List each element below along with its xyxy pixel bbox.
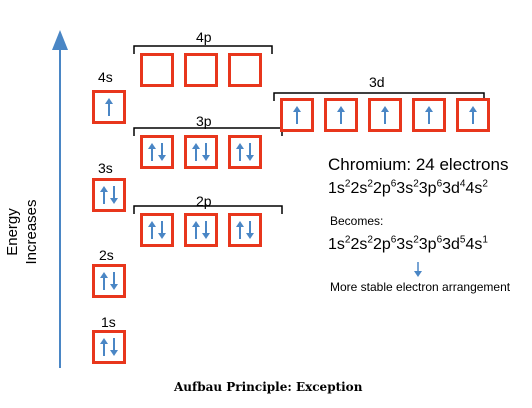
stable-arrangement-label: More stable electron arrangement — [330, 280, 511, 294]
orbital-box-2p-2 — [184, 213, 218, 247]
config-after-term-2s: 2s2 — [350, 234, 373, 253]
orbital-box-3d-3 — [368, 98, 402, 132]
bracket-2p — [133, 205, 283, 214]
config-after-exponent-4s: 1 — [482, 234, 488, 246]
config-after-term-3d: 3d5 — [442, 234, 466, 253]
level-label-3d: 3d — [369, 74, 385, 90]
axis-label-line1: Energy — [4, 208, 21, 256]
electron-arrow-up — [148, 221, 156, 239]
orbital-box-4s-1 — [92, 90, 126, 124]
orbital-box-3d-1 — [280, 98, 314, 132]
orbital-boxes — [92, 53, 490, 364]
orbital-box-3p-3 — [228, 135, 262, 169]
orbital-box-3s-1 — [92, 178, 126, 212]
electron-arrow-up — [148, 143, 156, 161]
config-before-term-3d: 3d4 — [442, 178, 466, 197]
config-after-exponent-2p: 6 — [390, 234, 397, 246]
orbital-box-3p-1 — [140, 135, 174, 169]
electron-arrow-up — [337, 106, 345, 124]
config-after-exponent-3p: 6 — [436, 234, 443, 246]
orbital-box-3d-4 — [412, 98, 446, 132]
config-before-exponent-2p: 6 — [390, 178, 397, 190]
orbital-box-4p-3 — [228, 53, 262, 87]
electron-arrow-up — [100, 338, 108, 356]
becomes-label: Becomes: — [330, 214, 384, 228]
energy-axis — [52, 30, 68, 368]
level-label-4s: 4s — [98, 69, 113, 85]
electron-arrow-up — [381, 106, 389, 124]
config-after-term-4s: 4s1 — [465, 234, 488, 253]
electron-arrow-down — [158, 221, 166, 239]
electron-arrow-down — [246, 143, 254, 161]
electron-arrow-up — [236, 221, 244, 239]
becomes-down-arrow-head — [414, 271, 422, 277]
electron-arrow-up — [469, 106, 477, 124]
config-after-term-2p: 2p6 — [372, 234, 397, 253]
config-after-term-3s: 3s2 — [396, 234, 419, 253]
electron-arrow-up — [192, 221, 200, 239]
electron-arrow-down — [110, 272, 118, 290]
electron-arrow-down — [202, 143, 210, 161]
orbital-box-4p-1 — [140, 53, 174, 87]
energy-axis-label: Energy Increases — [3, 199, 41, 264]
orbital-box-3p-2 — [184, 135, 218, 169]
config-after: 1s22s22p63s23p63d54s1 — [328, 234, 488, 254]
orbital-box-1s-1 — [92, 330, 126, 364]
config-before-exponent-3p: 6 — [436, 178, 443, 190]
diagram-caption: Aufbau Principle: Exception — [174, 380, 363, 394]
level-label-3p: 3p — [196, 113, 212, 129]
orbital-box-2s-1 — [92, 264, 126, 298]
electron-arrow-down — [110, 186, 118, 204]
electron-arrow-down — [202, 221, 210, 239]
config-after-term-3p: 3p6 — [418, 234, 443, 253]
bracket-4p — [133, 45, 273, 54]
config-after-term-1s: 1s2 — [328, 234, 351, 253]
orbital-box-2p-3 — [228, 213, 262, 247]
electron-arrow-up — [293, 106, 301, 124]
config-before-exponent-3s: 2 — [413, 178, 419, 190]
level-label-2p: 2p — [196, 193, 212, 209]
config-before-exponent-4s: 2 — [482, 178, 488, 190]
electron-arrow-up — [192, 143, 200, 161]
config-before: 1s22s22p63s23p63d44s2 — [328, 178, 488, 198]
bracket-3d — [273, 92, 485, 101]
config-before-exponent-1s: 2 — [344, 178, 351, 190]
electron-arrow-up — [236, 143, 244, 161]
config-before-term-3s: 3s2 — [396, 178, 419, 197]
axis-label-line2: Increases — [23, 199, 40, 265]
orbital-box-2p-1 — [140, 213, 174, 247]
level-label-4p: 4p — [196, 29, 212, 45]
config-before-exponent-3d: 4 — [459, 178, 466, 190]
bracket-3p — [133, 127, 283, 136]
config-before-exponent-2s: 2 — [367, 178, 373, 190]
level-label-1s: 1s — [101, 314, 116, 330]
energy-axis-arrowhead — [52, 30, 68, 50]
electron-arrow-up — [425, 106, 433, 124]
electron-arrow-down — [158, 143, 166, 161]
annotation-arrow-layer — [414, 262, 422, 277]
electron-arrow-up — [105, 98, 113, 116]
electron-arrow-up — [100, 272, 108, 290]
config-before-term-4s: 4s2 — [465, 178, 488, 197]
config-before-term-1s: 1s2 — [328, 178, 351, 197]
orbital-box-3d-5 — [456, 98, 490, 132]
config-after-exponent-2s: 2 — [367, 234, 373, 246]
electron-arrow-up — [100, 186, 108, 204]
electron-arrow-down — [246, 221, 254, 239]
config-before-term-2s: 2s2 — [350, 178, 373, 197]
orbital-box-3d-2 — [324, 98, 358, 132]
config-before-term-2p: 2p6 — [372, 178, 397, 197]
orbital-box-4p-2 — [184, 53, 218, 87]
config-after-exponent-3s: 2 — [413, 234, 419, 246]
sublevel-brackets — [133, 45, 485, 214]
electron-arrow-down — [110, 338, 118, 356]
level-label-3s: 3s — [98, 160, 113, 176]
element-title: Chromium: 24 electrons — [328, 155, 509, 174]
config-after-exponent-1s: 2 — [344, 234, 351, 246]
config-before-term-3p: 3p6 — [418, 178, 443, 197]
level-label-2s: 2s — [99, 247, 114, 263]
config-after-exponent-3d: 5 — [459, 234, 466, 246]
